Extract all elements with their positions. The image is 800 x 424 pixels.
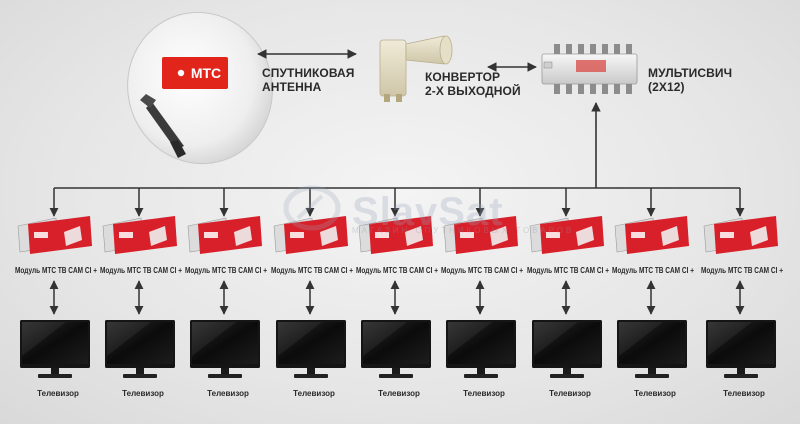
- lnb-converter-icon: [379, 35, 453, 102]
- tv-caption: Телевизор: [378, 389, 420, 398]
- converter-label-line-1: КОНВЕРТОР: [425, 70, 501, 84]
- multiswitch-label-line-2: (2X12): [648, 80, 685, 94]
- antenna-label-line-1: СПУТНИКОВАЯ: [262, 66, 355, 80]
- output-column: [703, 188, 778, 378]
- module-caption: Модуль МТС ТВ CAM CI +: [15, 266, 97, 275]
- converter-label-line-2: 2-Х ВЫХОДНОЙ: [425, 84, 521, 98]
- module-caption: Модуль МТС ТВ CAM CI +: [701, 266, 783, 275]
- antenna-label: СПУТНИКОВАЯ АНТЕННА: [262, 66, 355, 94]
- cam-module-card: [187, 216, 262, 254]
- module-caption: Модуль МТС ТВ CAM CI +: [441, 266, 523, 275]
- output-column: [614, 188, 689, 378]
- mts-logo-text: МТС: [191, 65, 221, 81]
- module-caption: Модуль МТС ТВ CAM CI +: [100, 266, 182, 275]
- cam-module-card: [529, 216, 604, 254]
- cam-module-card: [358, 216, 433, 254]
- antenna-label-line-2: АНТЕННА: [262, 80, 322, 94]
- tv-caption: Телевизор: [207, 389, 249, 398]
- cam-module-card: [102, 216, 177, 254]
- cam-module-card: [703, 216, 778, 254]
- output-column: [273, 188, 348, 378]
- output-column: [102, 188, 177, 378]
- tv-icon: [190, 320, 260, 378]
- tv-icon: [361, 320, 431, 378]
- module-caption: Модуль МТС ТВ CAM CI +: [185, 266, 267, 275]
- cam-module-card: [614, 216, 689, 254]
- converter-label: КОНВЕРТОР 2-Х ВЫХОДНОЙ: [425, 70, 521, 98]
- module-caption: Модуль МТС ТВ CAM CI +: [612, 266, 694, 275]
- watermark-logo-text: SlavSat: [352, 190, 504, 234]
- output-column: [443, 188, 518, 378]
- tv-caption: Телевизор: [293, 389, 335, 398]
- module-caption: Модуль МТС ТВ CAM CI +: [527, 266, 609, 275]
- cam-module-card: [443, 216, 518, 254]
- tv-icon: [532, 320, 602, 378]
- tv-icon: [20, 320, 90, 378]
- module-caption: Модуль МТС ТВ CAM CI +: [271, 266, 353, 275]
- output-column: [17, 188, 92, 378]
- module-caption: Модуль МТС ТВ CAM CI +: [356, 266, 438, 275]
- output-column: [529, 188, 604, 378]
- tv-caption: Телевизор: [463, 389, 505, 398]
- watermark-subtext: МАГАЗИН СПУТНИКОВЫХ ТОВАРОВ: [352, 226, 575, 235]
- dish-arm: [140, 94, 186, 158]
- tv-caption: Телевизор: [723, 389, 765, 398]
- mts-logo-badge: [162, 57, 228, 89]
- tv-icon: [706, 320, 776, 378]
- multiswitch-label: МУЛЬТИСВИЧ (2X12): [648, 66, 732, 94]
- output-column: [187, 188, 262, 378]
- outputs-group: [17, 188, 778, 378]
- tv-caption: Телевизор: [634, 389, 676, 398]
- tv-icon: [446, 320, 516, 378]
- cam-module-card: [17, 216, 92, 254]
- output-column: [358, 188, 433, 378]
- tv-icon: [617, 320, 687, 378]
- multiswitch-icon: [541, 44, 638, 94]
- tv-icon: [105, 320, 175, 378]
- tv-icon: [276, 320, 346, 378]
- tv-caption: Телевизор: [122, 389, 164, 398]
- cam-module-card: [273, 216, 348, 254]
- multiswitch-label-line-1: МУЛЬТИСВИЧ: [648, 66, 733, 80]
- tv-caption: Телевизор: [549, 389, 591, 398]
- tv-caption: Телевизор: [37, 389, 79, 398]
- watermark-satellite-icon: [282, 182, 344, 237]
